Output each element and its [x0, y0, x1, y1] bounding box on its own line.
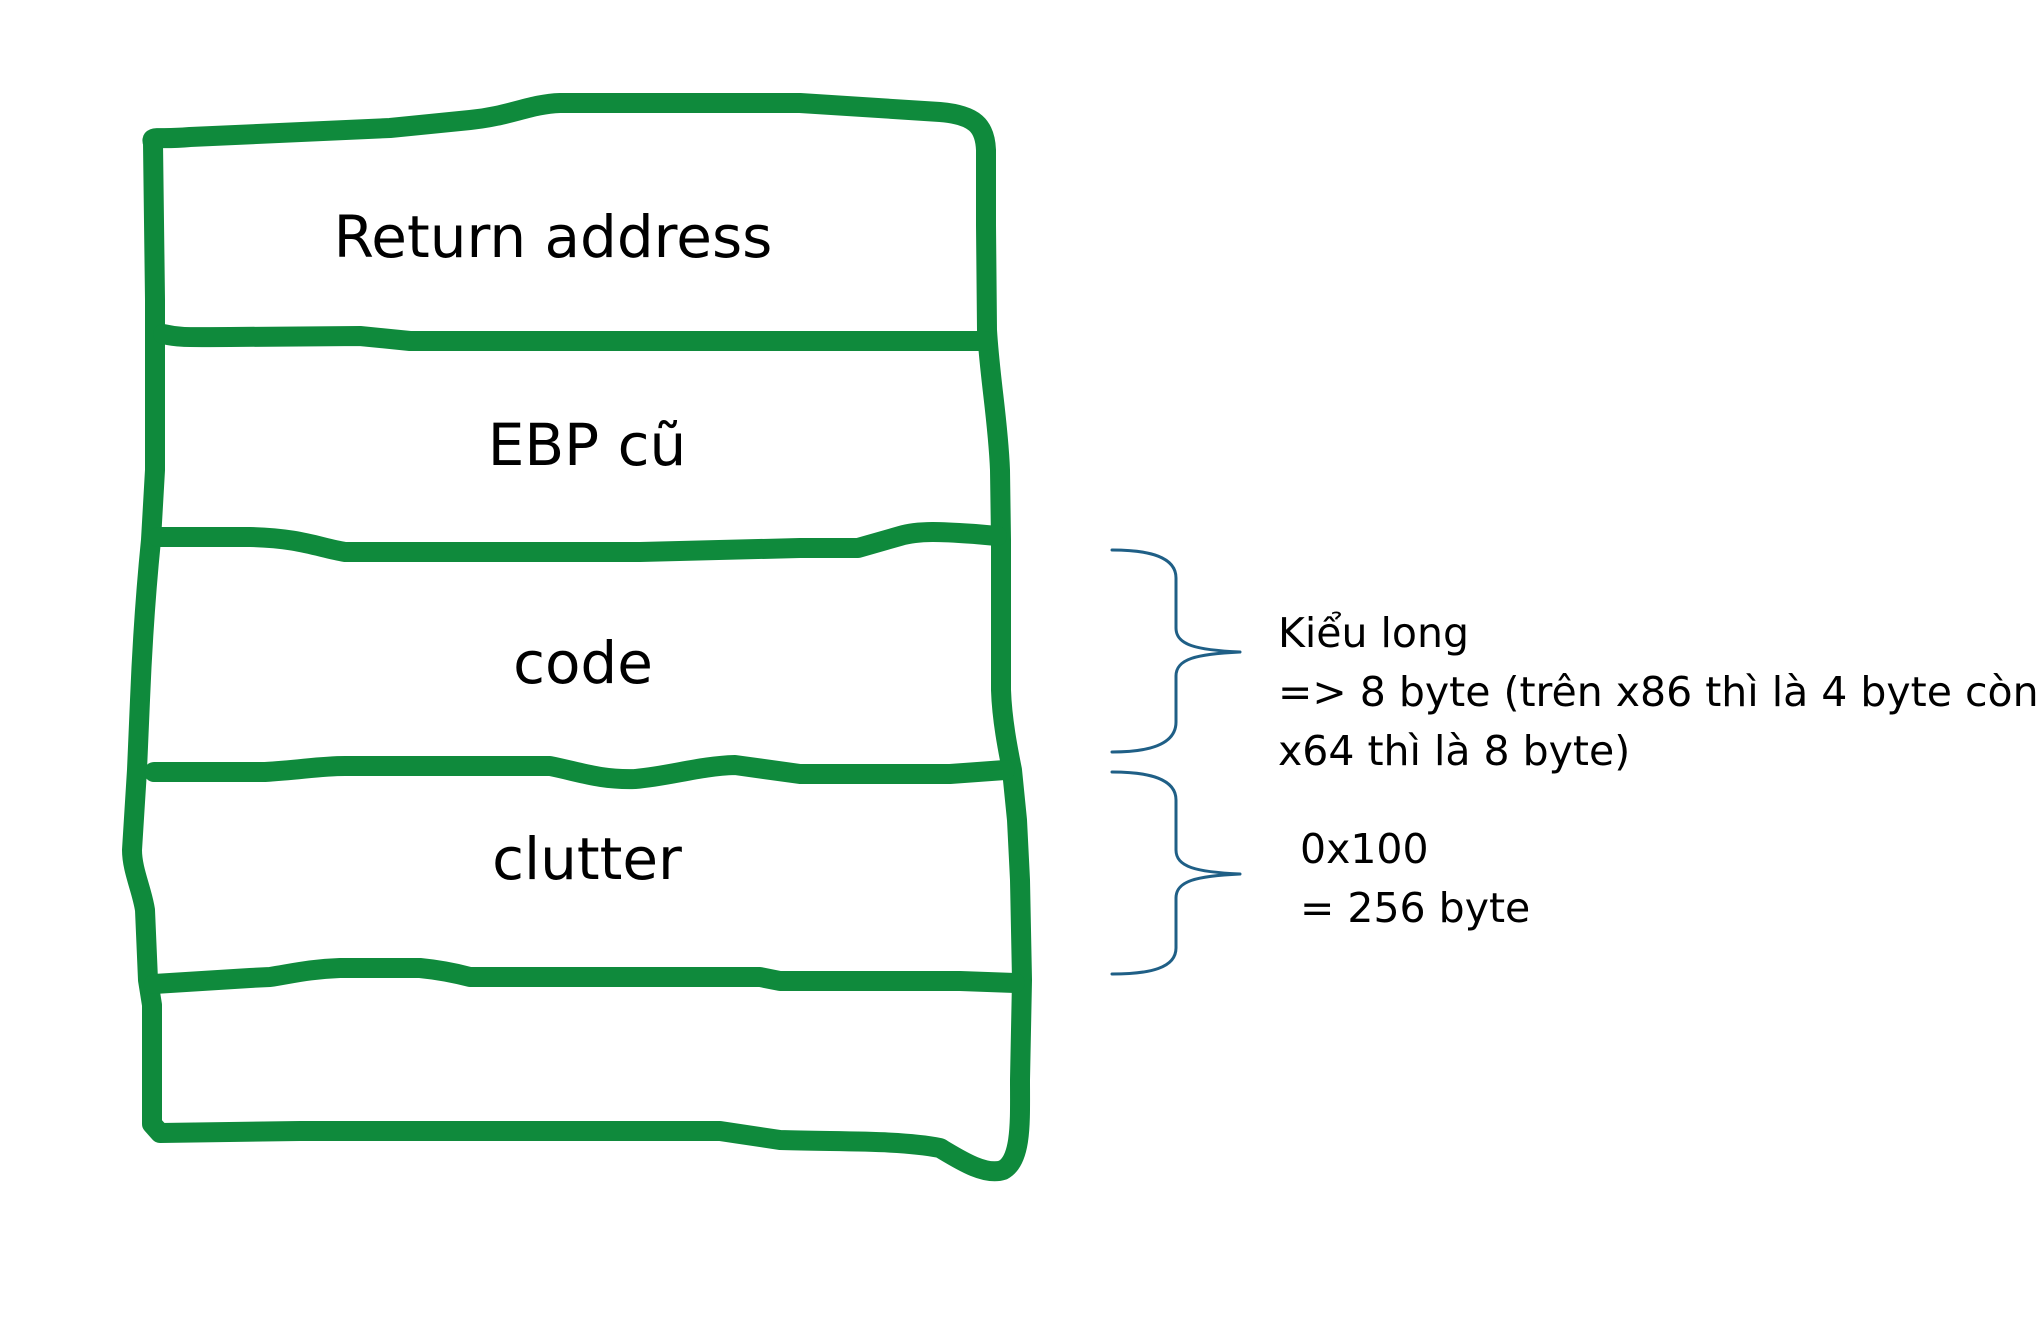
code-annotation-line-3: x64 thì là 8 byte) [1278, 727, 1631, 775]
brace-clutter [1110, 770, 1242, 976]
code-annotation-line-1: Kiểu long [1278, 609, 1470, 657]
code-annotation-line-2: => 8 byte (trên x86 thì là 4 byte còn [1278, 668, 2039, 716]
slot-old-ebp: EBP cũ [487, 411, 687, 479]
slot-return-address: Return address [333, 203, 773, 271]
clutter-annotation: 0x100 = 256 byte [1300, 820, 1530, 938]
stack-frame-outline [122, 93, 1032, 1182]
stack-divider-1 [153, 324, 995, 351]
clutter-annotation-line-1: 0x100 [1300, 825, 1429, 873]
slot-code: code [513, 629, 653, 697]
stack-divider-3 [144, 755, 1015, 790]
brace-code [1110, 548, 1242, 754]
stack-divider-2 [148, 522, 1007, 562]
code-annotation: Kiểu long => 8 byte (trên x86 thì là 4 b… [1278, 604, 2039, 781]
clutter-annotation-line-2: = 256 byte [1300, 884, 1531, 932]
slot-clutter: clutter [492, 825, 682, 893]
stack-divider-4 [144, 958, 1025, 994]
